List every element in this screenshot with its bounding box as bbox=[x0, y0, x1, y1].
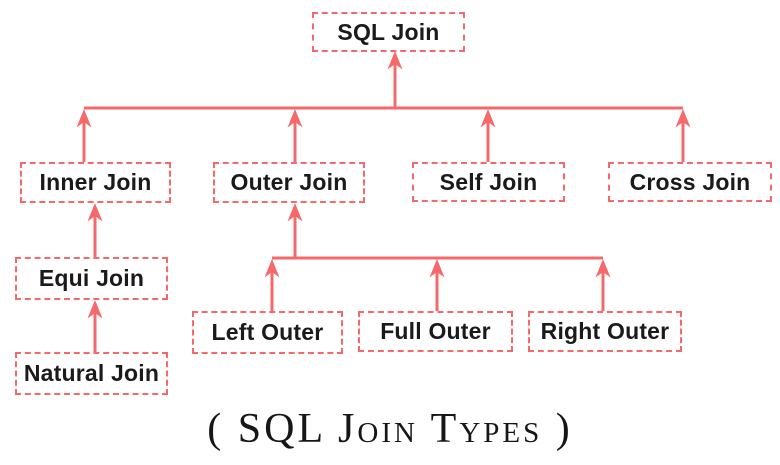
node-equi-join: Equi Join bbox=[15, 257, 168, 300]
arrow-up-icon bbox=[387, 51, 403, 70]
node-natural-join: Natural Join bbox=[15, 352, 168, 395]
node-right-outer: Right Outer bbox=[528, 311, 682, 352]
node-self-join: Self Join bbox=[412, 162, 565, 202]
arrow-up-icon bbox=[287, 109, 303, 128]
arrow-up-icon bbox=[87, 300, 103, 319]
arrow-up-icon bbox=[595, 259, 611, 278]
node-full-outer: Full Outer bbox=[358, 311, 513, 352]
node-left-outer: Left Outer bbox=[192, 311, 343, 354]
node-inner-join: Inner Join bbox=[20, 162, 171, 203]
node-outer-join: Outer Join bbox=[213, 162, 365, 203]
arrow-up-icon bbox=[675, 109, 691, 128]
arrow-up-icon bbox=[480, 109, 496, 128]
arrow-up-icon bbox=[264, 259, 280, 278]
diagram-title: ( SQL Join Types ) bbox=[207, 406, 573, 452]
arrow-up-icon bbox=[287, 203, 303, 222]
arrow-up-icon bbox=[76, 109, 92, 128]
node-sql-join: SQL Join bbox=[312, 12, 465, 52]
node-cross-join: Cross Join bbox=[608, 162, 772, 202]
arrow-up-icon bbox=[87, 203, 103, 222]
arrow-up-icon bbox=[429, 259, 445, 278]
